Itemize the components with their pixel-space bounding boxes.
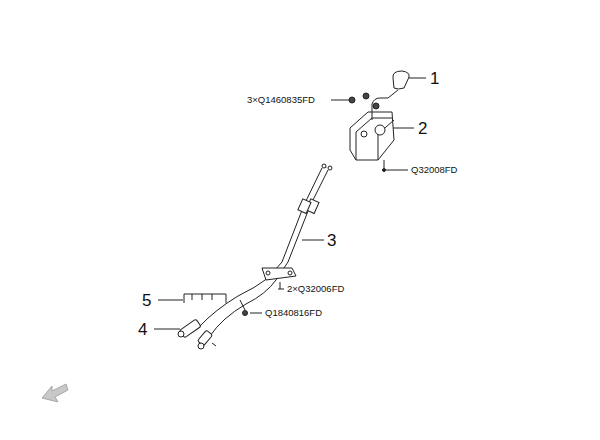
- callout-number: 2: [418, 120, 427, 137]
- part-code: Q32008FD: [411, 165, 457, 175]
- callout-number: 1: [430, 70, 439, 87]
- part-code: 2×Q32006FD: [287, 284, 344, 294]
- callout-number: 4: [138, 321, 147, 338]
- callout-number: 3: [327, 232, 336, 249]
- part-code: 3×Q1460835FD: [247, 95, 315, 105]
- part-code: Q1840816FD: [265, 308, 322, 318]
- callout-number: 5: [142, 292, 151, 309]
